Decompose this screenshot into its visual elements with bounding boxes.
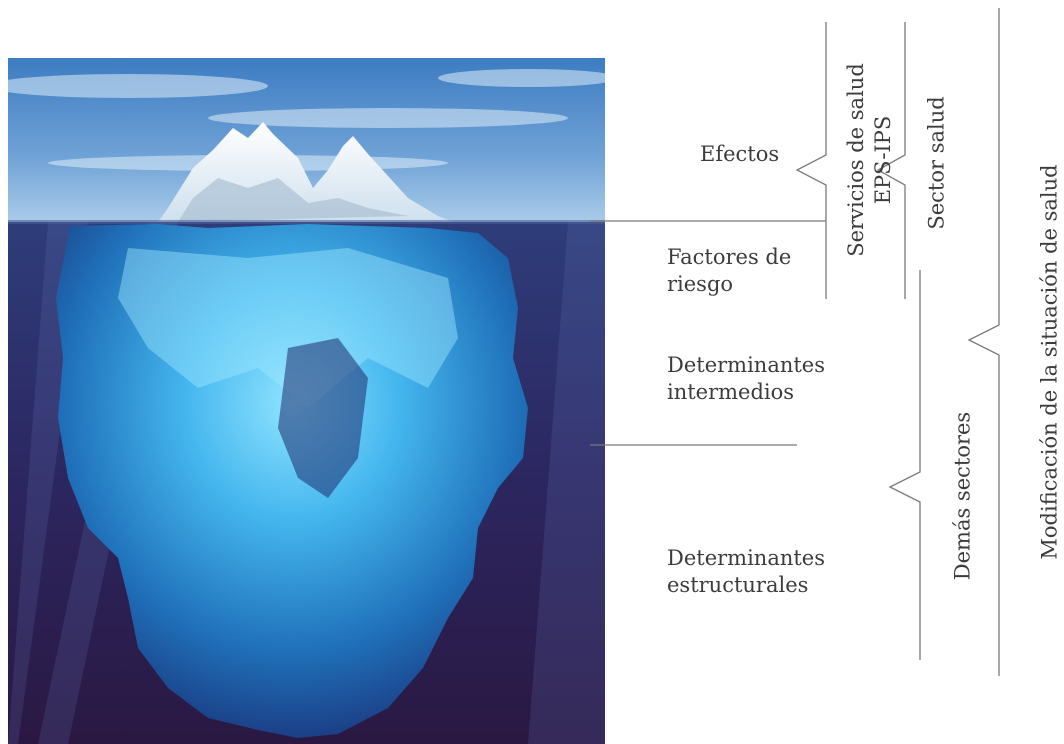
bracket-servicios: [795, 22, 827, 299]
group-demas-sectores: Demás sectores: [950, 411, 975, 581]
group-sector-salud: Sector salud: [924, 96, 949, 230]
iceberg-image: [8, 58, 605, 744]
underwater-ice: [56, 224, 528, 738]
group-servicios-salud: Servicios de salud EPS-IPS: [844, 63, 895, 257]
label-determinantes-estructurales: Determinantes estructurales: [667, 546, 826, 597]
group-modificacion-situacion-salud: Modificación de la situación de salud: [1037, 164, 1062, 560]
ice-highlight: [118, 248, 458, 408]
label-determinantes-intermedios: Determinantes intermedios: [667, 353, 826, 404]
ice-shadow: [278, 338, 368, 498]
bracket-demas-sectores: [888, 270, 921, 660]
bracket-modificacion: [967, 8, 1000, 676]
label-efectos: Efectos: [700, 142, 780, 166]
iceberg-tip-shade: [178, 178, 408, 222]
label-factores-riesgo: Factores de riesgo: [667, 245, 792, 296]
waterline: [8, 220, 605, 224]
bracket-sector-salud: [876, 22, 906, 299]
